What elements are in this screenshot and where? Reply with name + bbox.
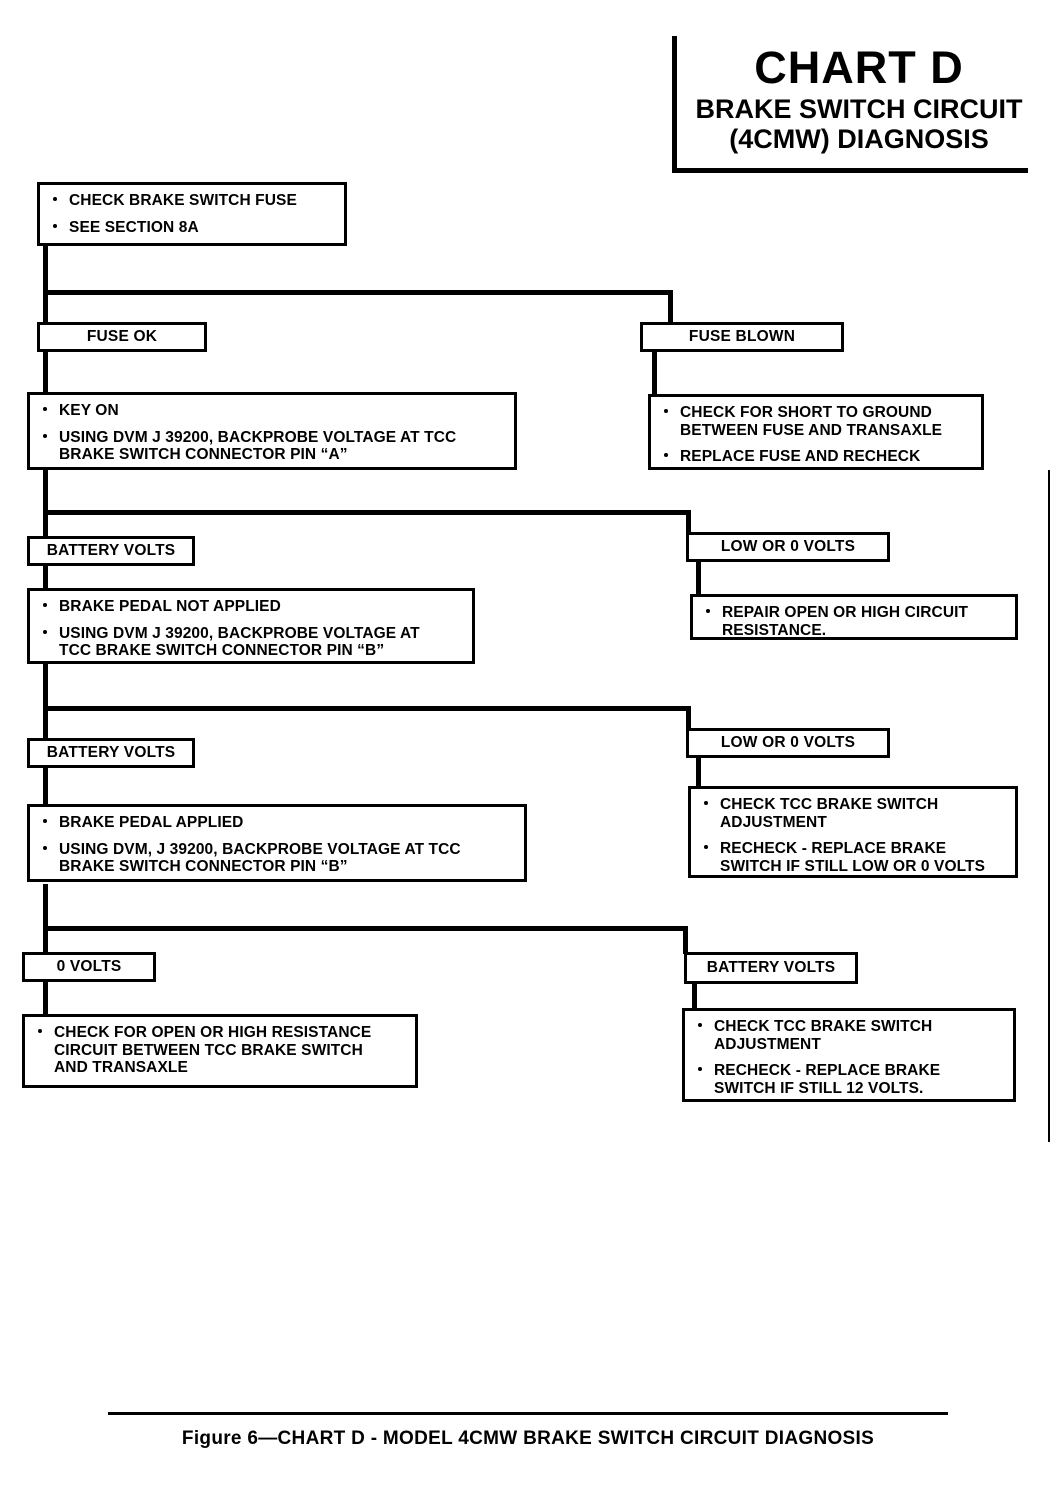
- list-item: CHECK TCC BRAKE SWITCH ADJUSTMENT: [695, 1018, 1005, 1053]
- action-box-step1: CHECK BRAKE SWITCH FUSE SEE SECTION 8A: [37, 182, 347, 246]
- bullet-icon: [53, 223, 57, 228]
- result-label: FUSE BLOWN: [688, 328, 796, 345]
- connector-branch3-right-drop: [686, 706, 691, 734]
- list-item: CHECK BRAKE SWITCH FUSE: [50, 192, 336, 210]
- result-label: BATTERY VOLTS: [706, 959, 836, 976]
- connector-branch4-horizontal: [43, 926, 688, 931]
- action-box-step2: KEY ON USING DVM J 39200, BACKPROBE VOLT…: [27, 392, 517, 470]
- connector-branch2-right-drop: [686, 510, 691, 538]
- chart-title: CHART D: [754, 42, 964, 93]
- bullet-icon: [704, 801, 708, 805]
- connector-fuseok-to-step2: [43, 352, 48, 392]
- list-item: USING DVM, J 39200, BACKPROBE VOLTAGE AT…: [40, 841, 516, 876]
- action-box-step3b: REPAIR OPEN OR HIGH CIRCUIT RESISTANCE.: [690, 594, 1018, 640]
- connector-fuseblown-to-step2b: [652, 352, 657, 394]
- result-box-battery-volts-2: BATTERY VOLTS: [27, 738, 195, 768]
- result-label: LOW OR 0 VOLTS: [720, 538, 856, 555]
- bullet-icon: [43, 819, 47, 823]
- list-item: CHECK TCC BRAKE SWITCH ADJUSTMENT: [701, 796, 1007, 831]
- list-item: USING DVM J 39200, BACKPROBE VOLTAGE AT …: [40, 429, 506, 464]
- list-item: REPLACE FUSE AND RECHECK: [661, 448, 973, 466]
- list-item: RECHECK - REPLACE BRAKE SWITCH IF STILL …: [695, 1062, 1005, 1097]
- chart-subtitle-line1: BRAKE SWITCH CIRCUIT: [695, 94, 1023, 124]
- connector-step4-trunk: [43, 884, 48, 966]
- connector-batteryvolts3-to-step5b: [692, 984, 697, 1010]
- list-item: USING DVM J 39200, BACKPROBE VOLTAGE AT …: [40, 625, 464, 660]
- bullet-icon: [43, 603, 47, 607]
- result-box-battery-volts-1: BATTERY VOLTS: [27, 536, 195, 566]
- list-item: RECHECK - REPLACE BRAKE SWITCH IF STILL …: [701, 840, 1007, 875]
- result-label: LOW OR 0 VOLTS: [720, 734, 856, 751]
- title-bottom-rule: [672, 168, 1028, 173]
- bullet-icon: [43, 845, 47, 850]
- action-box-step2b: CHECK FOR SHORT TO GROUND BETWEEN FUSE A…: [648, 394, 984, 470]
- bullet-icon: [53, 197, 57, 201]
- bullet-icon: [43, 407, 47, 411]
- connector-0volts-to-step5: [43, 982, 48, 1014]
- connector-step3-trunk: [43, 664, 48, 744]
- bullet-icon: [38, 1029, 42, 1033]
- result-box-battery-volts-3: BATTERY VOLTS: [684, 952, 858, 984]
- connector-batteryvolts1-to-step3: [43, 566, 48, 592]
- connector-branch2-horizontal: [43, 510, 691, 515]
- bullet-icon: [43, 433, 47, 438]
- result-label: BATTERY VOLTS: [46, 542, 176, 559]
- caption-rule: [108, 1412, 948, 1415]
- bullet-icon: [664, 409, 668, 413]
- result-box-fuse-ok: FUSE OK: [37, 322, 207, 352]
- result-box-low-or-0-volts-2: LOW OR 0 VOLTS: [686, 728, 890, 758]
- bullet-icon: [664, 453, 668, 457]
- connector-low0volts2-to-step4b: [696, 758, 701, 788]
- result-label: 0 VOLTS: [56, 958, 122, 975]
- figure-caption: Figure 6—CHART D - MODEL 4CMW BRAKE SWIT…: [181, 1428, 875, 1449]
- action-box-step3: BRAKE PEDAL NOT APPLIED USING DVM J 3920…: [27, 588, 475, 664]
- chart-subtitle-line2: (4CMW) DIAGNOSIS: [729, 124, 989, 154]
- list-item: CHECK FOR OPEN OR HIGH RESISTANCE CIRCUI…: [35, 1024, 407, 1077]
- list-item: BRAKE PEDAL NOT APPLIED: [40, 598, 464, 616]
- connector-branch3-horizontal: [43, 706, 691, 711]
- result-box-fuse-blown: FUSE BLOWN: [640, 322, 844, 352]
- list-item: REPAIR OPEN OR HIGH CIRCUIT RESISTANCE.: [703, 604, 1007, 639]
- list-item: CHECK FOR SHORT TO GROUND BETWEEN FUSE A…: [661, 404, 973, 439]
- bullet-icon: [698, 1067, 702, 1071]
- result-label: BATTERY VOLTS: [46, 744, 176, 761]
- connector-branch1-horizontal: [43, 290, 673, 295]
- title-left-rule: [672, 36, 677, 168]
- connector-low0volts1-to-step3b: [696, 562, 701, 596]
- action-box-step5b: CHECK TCC BRAKE SWITCH ADJUSTMENT RECHEC…: [682, 1008, 1016, 1102]
- action-box-step4b: CHECK TCC BRAKE SWITCH ADJUSTMENT RECHEC…: [688, 786, 1018, 878]
- bullet-icon: [706, 609, 710, 613]
- result-box-low-or-0-volts-1: LOW OR 0 VOLTS: [686, 532, 890, 562]
- list-item: BRAKE PEDAL APPLIED: [40, 814, 516, 832]
- bullet-icon: [698, 1023, 702, 1027]
- list-item: SEE SECTION 8A: [50, 219, 336, 237]
- connector-batteryvolts2-to-step4: [43, 768, 48, 804]
- action-box-step4: BRAKE PEDAL APPLIED USING DVM, J 39200, …: [27, 804, 527, 882]
- bullet-icon: [43, 629, 47, 634]
- connector-branch1-right-drop: [668, 290, 673, 330]
- action-box-step5: CHECK FOR OPEN OR HIGH RESISTANCE CIRCUI…: [22, 1014, 418, 1088]
- bullet-icon: [704, 845, 708, 849]
- result-box-0-volts: 0 VOLTS: [22, 952, 156, 982]
- result-label: FUSE OK: [86, 328, 158, 345]
- connector-step1-trunk: [43, 246, 48, 330]
- page-margin-rule: [1048, 470, 1050, 1142]
- connector-branch4-right-drop: [683, 926, 688, 954]
- list-item: KEY ON: [40, 402, 506, 420]
